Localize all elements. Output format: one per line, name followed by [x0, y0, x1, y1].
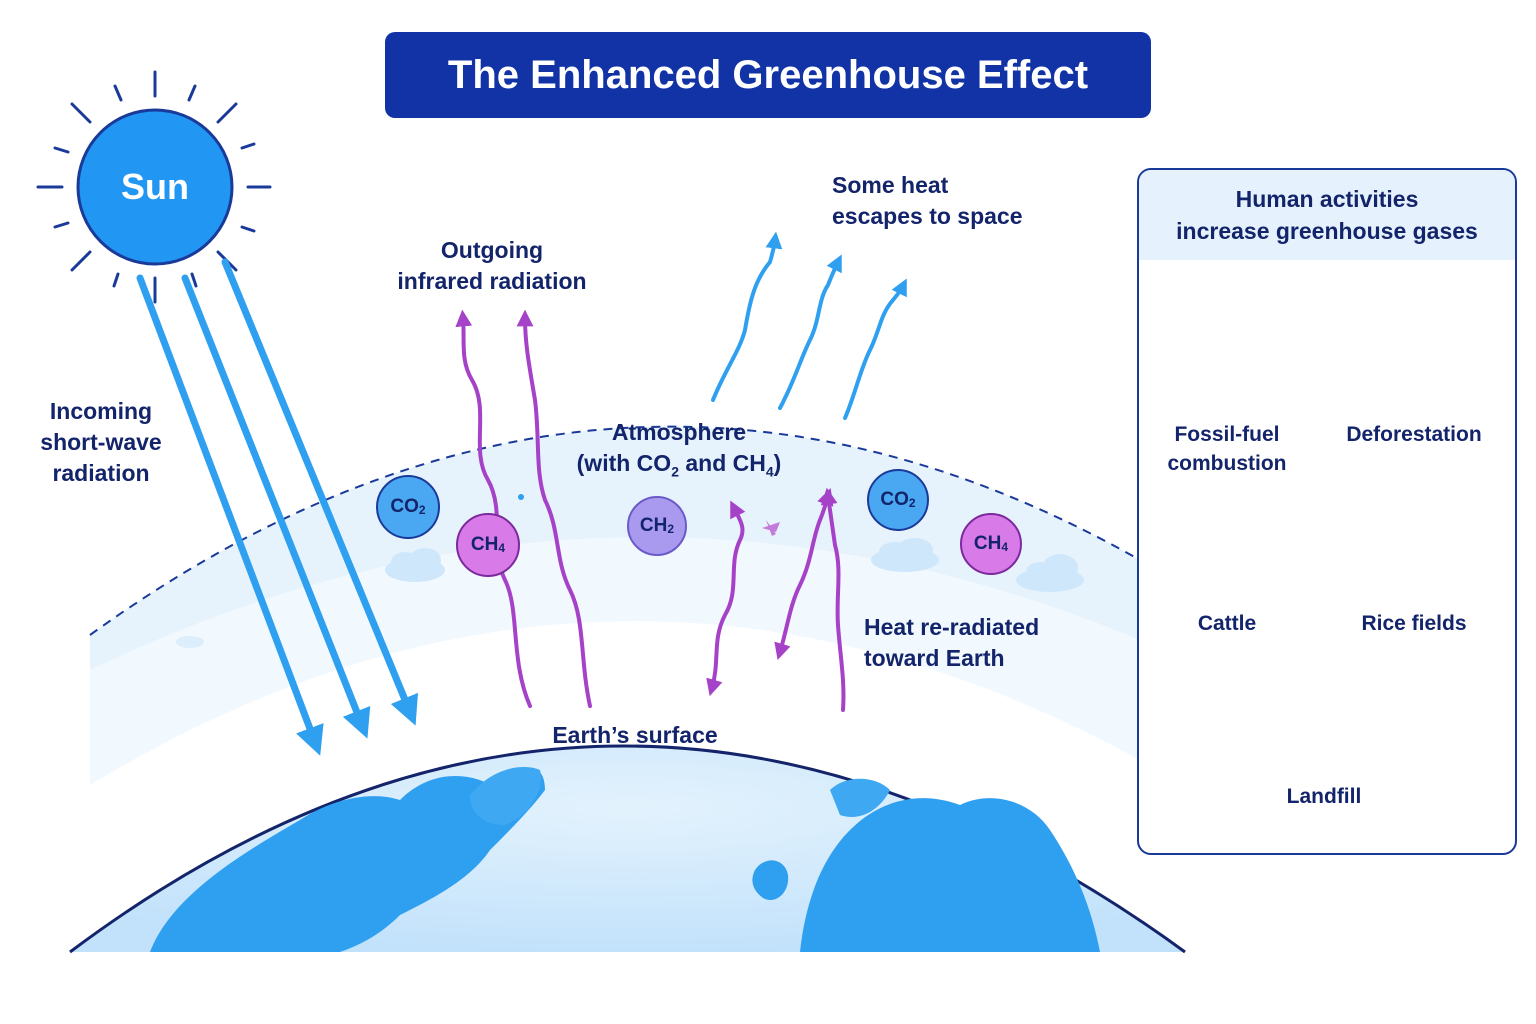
cloud-icon	[385, 548, 445, 582]
outgoing-infrared-arrows	[455, 309, 592, 708]
outgoing-infrared-label: Outgoing infrared radiation	[397, 237, 587, 294]
continent-scandinavia	[830, 778, 890, 818]
sun-rays	[36, 70, 272, 304]
activity-label-rice-fields: Rice fields	[1361, 612, 1467, 635]
atmosphere-boundary	[89, 425, 1141, 636]
cloud-icon	[176, 636, 204, 648]
panel-heading: Human activities increase greenhouse gas…	[1139, 170, 1515, 260]
activity-label-fossil-fuel: Fossil-fuel combustion	[1167, 423, 1287, 475]
activity-label-cattle: Cattle	[1197, 612, 1257, 635]
earth-surface-label: Earth’s surface	[552, 722, 718, 748]
cloud-icon	[1016, 554, 1084, 592]
small-particle	[518, 494, 524, 500]
sun-disc	[76, 108, 234, 266]
reradiated-heat-label: Heat re-radiated toward Earth	[864, 614, 1040, 671]
escaping-heat-arrows	[711, 231, 907, 420]
atmosphere-label: Atmosphere (with CO2 and CH4)	[576, 419, 782, 480]
continent-north-america	[150, 767, 545, 952]
sun-label: Sun	[121, 166, 189, 207]
plane-icon	[762, 520, 780, 536]
continent-uk	[752, 860, 789, 901]
page-title: The Enhanced Greenhouse Effect	[447, 52, 1089, 97]
heat-escapes-label: Some heat escapes to space	[832, 172, 1023, 229]
title-banner: The Enhanced Greenhouse Effect	[385, 32, 1151, 118]
atmosphere-inner-band	[90, 537, 1140, 785]
activity-label-landfill: Landfill	[1286, 785, 1362, 808]
activity-label-deforestation: Deforestation	[1346, 423, 1482, 446]
continent-europe	[800, 798, 1100, 952]
continent-greenland	[470, 767, 541, 825]
human-activities-panel: Human activities increase greenhouse gas…	[1137, 168, 1517, 855]
cloud-icon	[871, 538, 939, 572]
incoming-radiation-arrows	[136, 258, 419, 756]
reradiated-heat-arrows	[706, 487, 846, 712]
incoming-radiation-label: Incoming short-wave radiation	[40, 398, 162, 486]
